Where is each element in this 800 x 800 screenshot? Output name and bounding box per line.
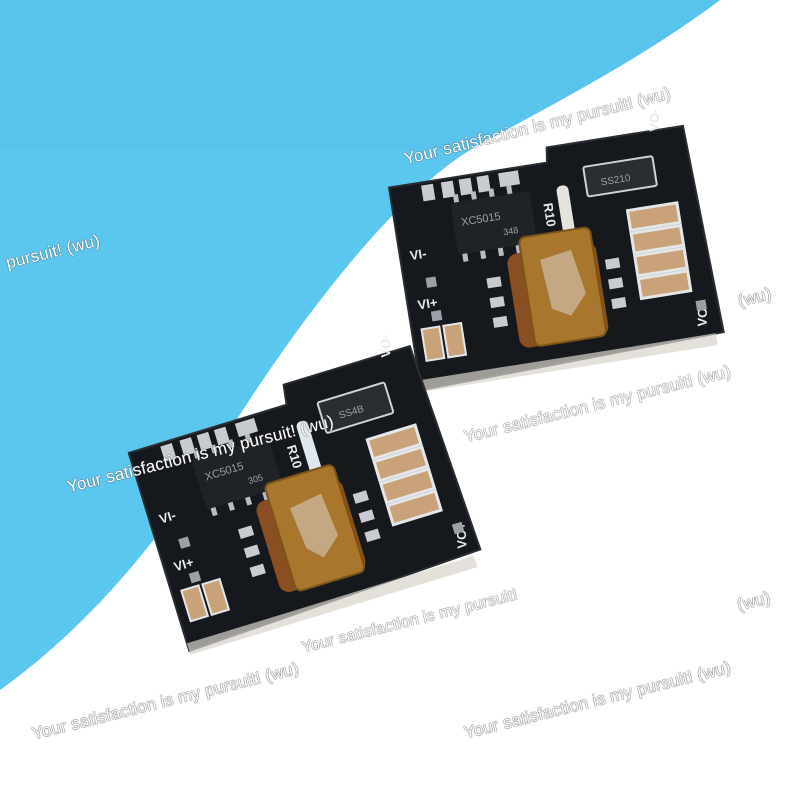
blue-shade [0,0,720,150]
r10-label: R10 [284,443,305,470]
resistor-array [160,417,259,462]
input-capacitor-2 [201,577,231,617]
solder-pads [486,257,627,328]
vi-plus-label: VI+ [417,295,439,313]
pcb-board-right: XC5015 348 R10 SS210 VO- VI- VI+ [387,108,725,393]
tape-residue [289,493,339,558]
input-capacitor-2 [442,321,468,359]
input-capacitor-1 [420,325,446,363]
resistor-array [421,170,521,202]
vi-minus-label: VI- [409,246,428,263]
mounting-pad-3 [451,521,465,535]
diode-marking: SS210 [600,173,632,189]
mounting-pad-1 [178,536,191,549]
ic-marking-line2: 305 [247,472,264,486]
ic-pins [452,185,522,262]
r10-label: R10 [540,202,559,228]
input-capacitor-1 [180,584,210,623]
board-edge-highlight [186,555,478,655]
vi-minus-label: VI- [157,507,177,526]
vo-minus-label: VO- [647,108,662,131]
ic-marking-line2: 348 [503,225,519,237]
schottky-diode [582,155,658,198]
ic-pins [193,433,270,517]
vo-minus-label: VO- [377,334,393,358]
solder-pads [237,490,381,578]
ic-chip [450,191,537,255]
ic-chip [192,437,283,509]
capacitor-bank [365,423,444,527]
board-edge-highlight [419,333,718,393]
mounting-pad-2 [430,310,443,322]
mounting-pad-2 [188,570,202,584]
blue-background [0,0,720,690]
capacitor-bank [625,201,693,301]
mounting-pad-1 [425,276,438,288]
pcb-board-left: XC5015 305 R10 SS4B VO- VI- VI+ VO+ [127,334,482,655]
tape-residue [540,249,586,316]
vi-plus-label: VI+ [172,554,196,574]
schottky-diode [316,381,395,434]
mounting-pad-3 [695,299,707,311]
